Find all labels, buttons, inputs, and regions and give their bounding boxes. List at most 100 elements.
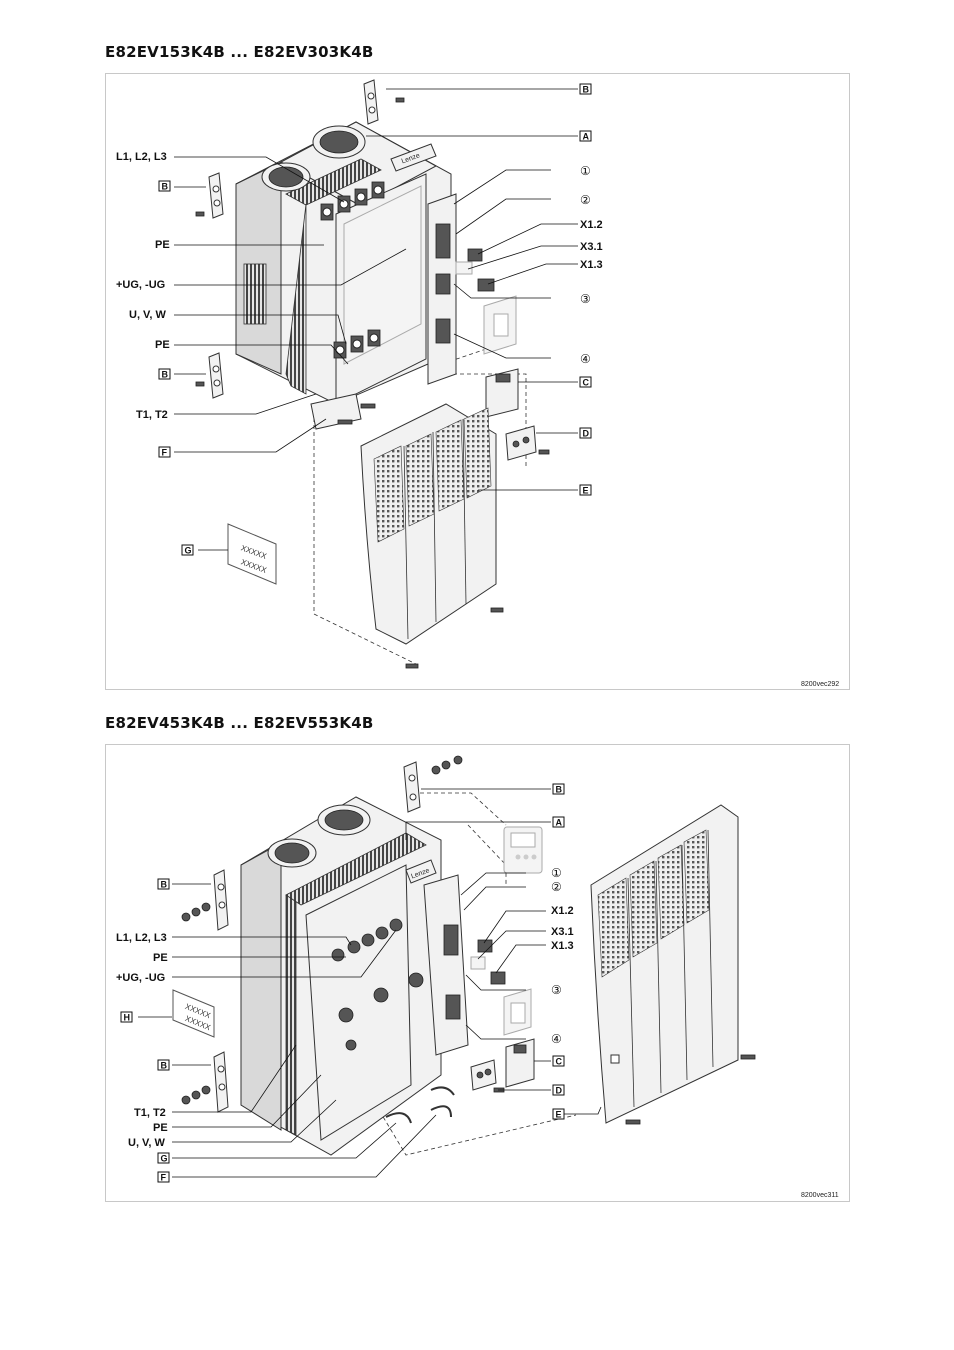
section1-title: E82EV153K4B ... E82EV303K4B — [105, 43, 374, 61]
control-panel-module — [427, 193, 457, 385]
svg-text:B: B — [583, 85, 590, 95]
ghost-keypad — [503, 826, 543, 874]
function-module-c — [505, 1038, 535, 1088]
section2-title: E82EV453K4B ... E82EV553K4B — [105, 714, 374, 732]
svg-text:A: A — [583, 132, 590, 142]
mounting-bracket-top — [403, 755, 463, 813]
callout-box-d: D — [552, 1084, 565, 1096]
ghost-function-module — [503, 988, 532, 1036]
exploded-view-diagram-2: Lenze — [116, 755, 839, 1199]
figure-code: 8200vec311 — [801, 1192, 839, 1199]
svg-text:G: G — [161, 1154, 168, 1164]
label-pe-2: PE — [155, 339, 170, 351]
identification-label: XXXXX XXXXX — [172, 989, 215, 1038]
assembly-line — [375, 1104, 577, 1156]
callout-number-3: ③ — [551, 983, 562, 997]
drive-controller-body: Lenze — [235, 121, 452, 405]
terminal-plug-x12 — [467, 248, 483, 262]
svg-text:B: B — [162, 182, 169, 192]
module-d — [470, 1059, 505, 1093]
svg-text:B: B — [162, 370, 169, 380]
callout-box-f: F — [157, 1171, 170, 1183]
callout-box-b1: B — [552, 783, 565, 795]
drive-controller-body: Lenze — [240, 796, 442, 1156]
assembly-line — [467, 824, 507, 885]
callout-number-4: ④ — [551, 1032, 562, 1046]
mounting-bracket-top — [363, 79, 405, 125]
callout-box-b3: B — [157, 1059, 170, 1071]
svg-text:B: B — [161, 1061, 168, 1071]
svg-text:G: G — [185, 546, 192, 556]
terminal-plug-x31 — [470, 956, 486, 970]
exploded-view-panel-2: Lenze — [105, 744, 850, 1202]
svg-text:B: B — [556, 785, 563, 795]
label-motor-terminals: U, V, W — [128, 1137, 165, 1149]
callout-box-b1: B — [579, 83, 592, 95]
exploded-view-diagram-1: Lenze — [116, 79, 839, 688]
callout-box-f: F — [158, 446, 171, 458]
callout-box-h: H — [120, 1011, 133, 1023]
callout-box-d: D — [579, 427, 592, 439]
terminal-plug-x13 — [477, 278, 495, 292]
mounting-bracket-left — [181, 869, 229, 931]
svg-text:E: E — [556, 1110, 562, 1120]
terminal-plug-x31 — [455, 261, 473, 275]
assembly-line — [406, 792, 507, 826]
mounting-bracket-bottom — [181, 1051, 229, 1113]
callout-box-e: E — [552, 1108, 565, 1120]
svg-text:A: A — [556, 818, 563, 828]
label-x12: X1.2 — [551, 905, 574, 917]
label-x13: X1.3 — [580, 259, 603, 271]
svg-text:F: F — [161, 1173, 167, 1183]
label-x31: X3.1 — [551, 926, 574, 938]
callout-number-4: ④ — [580, 352, 591, 366]
terminal-plug-x13 — [490, 971, 506, 985]
identification-label: XXXXX XXXXX — [227, 523, 277, 585]
assembly-line — [313, 404, 417, 665]
callout-box-a: A — [579, 130, 592, 142]
label-pe-2: PE — [153, 1122, 168, 1134]
svg-text:F: F — [162, 448, 168, 458]
svg-text:C: C — [556, 1057, 563, 1067]
callout-number-3: ③ — [580, 292, 591, 306]
figure-code: 8200vec292 — [801, 681, 839, 688]
label-motor-terminals: U, V, W — [129, 309, 166, 321]
mounting-bracket-bottom — [195, 352, 224, 399]
label-mains-terminals: L1, L2, L3 — [116, 151, 167, 163]
callout-box-e: E — [579, 484, 592, 496]
label-x13: X1.3 — [551, 940, 574, 952]
exploded-view-panel-1: Lenze — [105, 73, 850, 690]
callout-box-b3: B — [158, 368, 171, 380]
ghost-function-module — [483, 295, 517, 355]
shield-clip — [430, 1105, 452, 1118]
callout-number-2: ② — [551, 880, 562, 894]
svg-text:D: D — [583, 429, 590, 439]
callout-box-c: C — [579, 376, 592, 388]
label-dc-bus: +UG, -UG — [116, 972, 165, 984]
control-panel-module — [423, 874, 469, 1056]
svg-text:D: D — [556, 1086, 563, 1096]
svg-text:E: E — [583, 486, 589, 496]
shield-plate — [310, 393, 376, 430]
callout-number-1: ① — [580, 164, 591, 178]
label-x12: X1.2 — [580, 219, 603, 231]
label-pe-1: PE — [155, 239, 170, 251]
label-dc-bus: +UG, -UG — [116, 279, 165, 291]
callout-box-b2: B — [157, 878, 170, 890]
function-module-c — [485, 368, 519, 418]
callout-number-2: ② — [580, 193, 591, 207]
label-pe-1: PE — [153, 952, 168, 964]
svg-text:B: B — [161, 880, 168, 890]
label-thermal-contact: T1, T2 — [134, 1107, 166, 1119]
mounting-bracket-left — [195, 172, 224, 219]
callout-box-c: C — [552, 1055, 565, 1067]
callout-box-a: A — [552, 816, 565, 828]
label-mains-terminals: L1, L2, L3 — [116, 932, 167, 944]
svg-text:H: H — [124, 1013, 131, 1023]
label-thermal-contact: T1, T2 — [136, 409, 168, 421]
front-cover — [590, 804, 756, 1125]
callout-box-g: G — [157, 1152, 170, 1164]
callout-number-1: ① — [551, 866, 562, 880]
module-d — [505, 425, 550, 461]
svg-text:C: C — [583, 378, 590, 388]
